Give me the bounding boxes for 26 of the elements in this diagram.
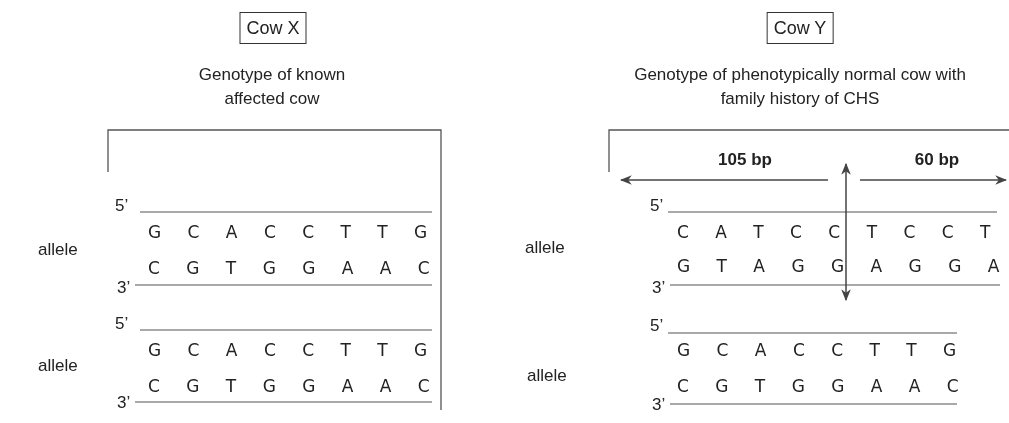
base-sequence: C A T C C T C C T <box>677 222 991 242</box>
caption: Genotype of phenotypically normal cow with family history of CHS <box>633 64 967 110</box>
strand-end-label: 5’ <box>650 316 664 336</box>
allele-label: allele <box>525 238 565 258</box>
base-sequence: G C A C C T T G <box>148 340 428 360</box>
dimension-label: 105 bp <box>718 150 772 170</box>
allele-label: allele <box>38 356 78 376</box>
strand-end-label: 5’ <box>115 314 129 334</box>
strand-end-label: 3’ <box>117 278 131 298</box>
strand-end-label: 3’ <box>652 395 666 415</box>
base-sequence: G T A G G A G G A <box>677 256 1000 276</box>
strand-end-label: 3’ <box>652 278 666 298</box>
caption: Genotype of known affected cow <box>197 64 347 110</box>
allele-label: allele <box>38 240 78 260</box>
base-sequence: C G T G G A A C <box>677 376 959 396</box>
strand-end-label: 5’ <box>115 196 129 216</box>
label-box: Cow X <box>239 12 307 44</box>
strand-end-label: 5’ <box>650 196 664 216</box>
base-sequence: C G T G G A A C <box>148 376 430 396</box>
base-sequence: G C A C C T T G <box>148 222 428 242</box>
label-box: Cow Y <box>766 12 834 44</box>
base-sequence: G C A C C T T G <box>677 340 957 360</box>
base-sequence: C G T G G A A C <box>148 258 430 278</box>
allele-label: allele <box>527 366 567 386</box>
strand-end-label: 3’ <box>117 393 131 413</box>
dimension-label: 60 bp <box>914 150 960 170</box>
